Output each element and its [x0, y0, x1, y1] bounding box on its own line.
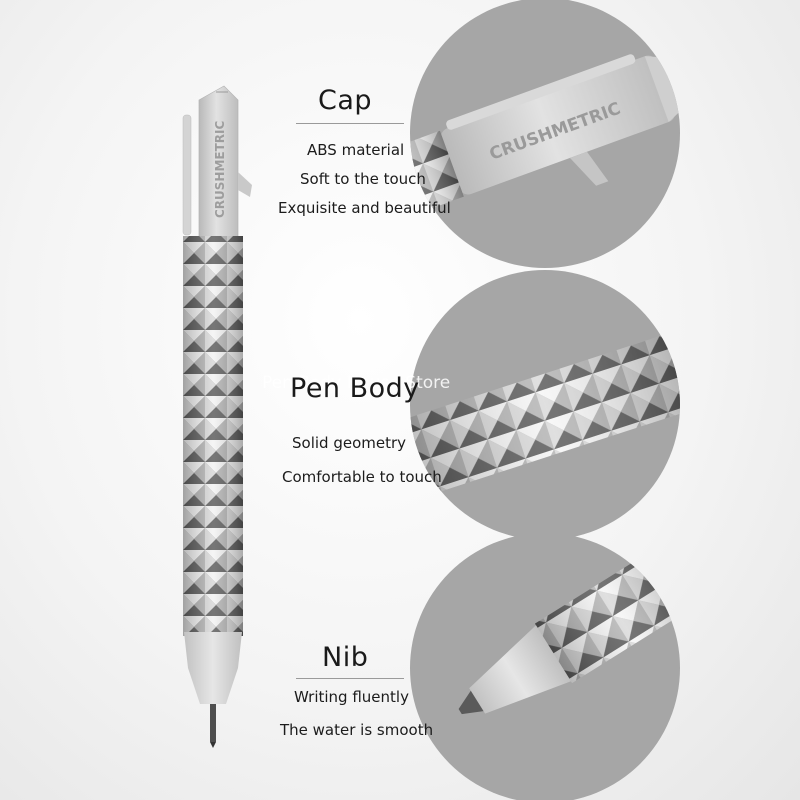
cap-detail-circle	[410, 0, 680, 268]
nib-divider	[296, 678, 404, 679]
cap-feature: ABS material	[307, 141, 405, 159]
body-feature: Solid geometry	[292, 434, 407, 452]
nib-feature: Writing fluently	[294, 688, 409, 706]
nib-feature: The water is smooth	[280, 721, 434, 739]
nib-heading: Nib	[322, 642, 369, 673]
body-detail-circle	[410, 270, 680, 540]
cap-feature: Exquisite and beautiful	[278, 199, 451, 217]
pen-brand-engraving: CRUSHMETRIC	[213, 120, 227, 218]
cap-feature: Soft to the touch	[300, 170, 426, 188]
body-heading: Pen Body	[290, 373, 420, 404]
cap-divider	[296, 123, 404, 124]
cap-heading: Cap	[318, 85, 373, 116]
store-watermark: Pen Body House Store	[262, 373, 451, 393]
nib-detail-circle	[410, 533, 680, 800]
body-feature: Comfortable to touch	[282, 468, 442, 486]
pen-full	[182, 85, 252, 748]
